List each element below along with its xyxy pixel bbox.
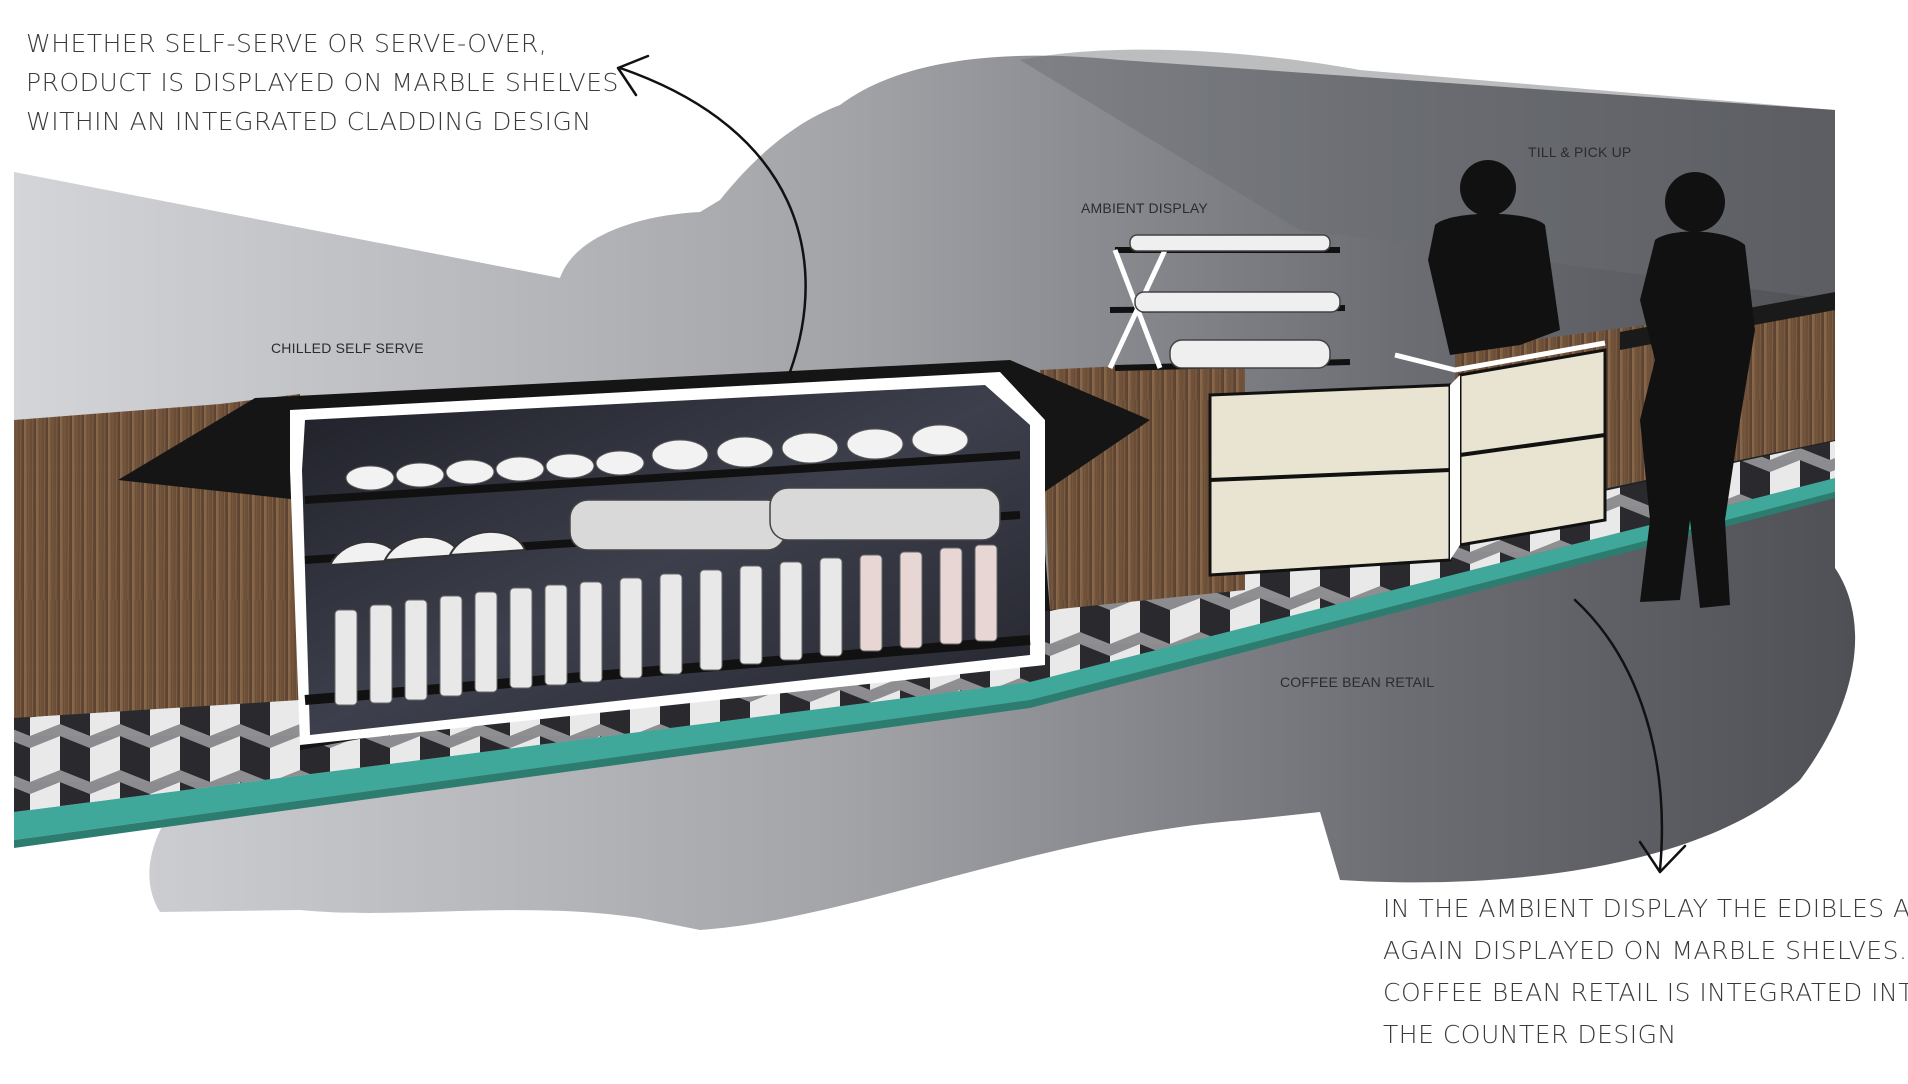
chilled-cabinet <box>118 360 1150 750</box>
coffee-bean-shelving <box>1208 340 1607 577</box>
label-till-pick-up: TILL & PICK UP <box>1528 144 1632 160</box>
glass-kick-strip <box>14 478 1835 848</box>
annotation-arrows <box>616 54 1687 874</box>
customer-silhouettes <box>1428 160 1755 609</box>
label-ambient-display: AMBIENT DISPLAY <box>1081 200 1208 216</box>
note-top-left: WHETHER SELF-SERVE OR SERVE-OVER, PRODUC… <box>26 24 619 141</box>
ambient-display-rack <box>1107 234 1351 371</box>
note-bottom-right-line-3: COFFEE BEAN RETAIL IS INTEGRATED INTO <box>1383 978 1908 1007</box>
note-bottom-right-line-4: THE COUNTER DESIGN <box>1383 1020 1677 1049</box>
note-bottom-right: IN THE AMBIENT DISPLAY THE EDIBLES ARE A… <box>1383 888 1908 1056</box>
note-bottom-right-line-1: IN THE AMBIENT DISPLAY THE EDIBLES ARE <box>1383 894 1908 923</box>
label-chilled-self-serve: CHILLED SELF SERVE <box>271 340 424 356</box>
note-top-left-line-3: WITHIN AN INTEGRATED CLADDING DESIGN <box>26 107 592 136</box>
note-bottom-right-line-2: AGAIN DISPLAYED ON MARBLE SHELVES. <box>1383 936 1908 965</box>
note-top-left-line-1: WHETHER SELF-SERVE OR SERVE-OVER, <box>26 29 548 58</box>
label-coffee-bean-retail: COFFEE BEAN RETAIL <box>1280 674 1435 690</box>
note-top-left-line-2: PRODUCT IS DISPLAYED ON MARBLE SHELVES <box>26 68 619 97</box>
